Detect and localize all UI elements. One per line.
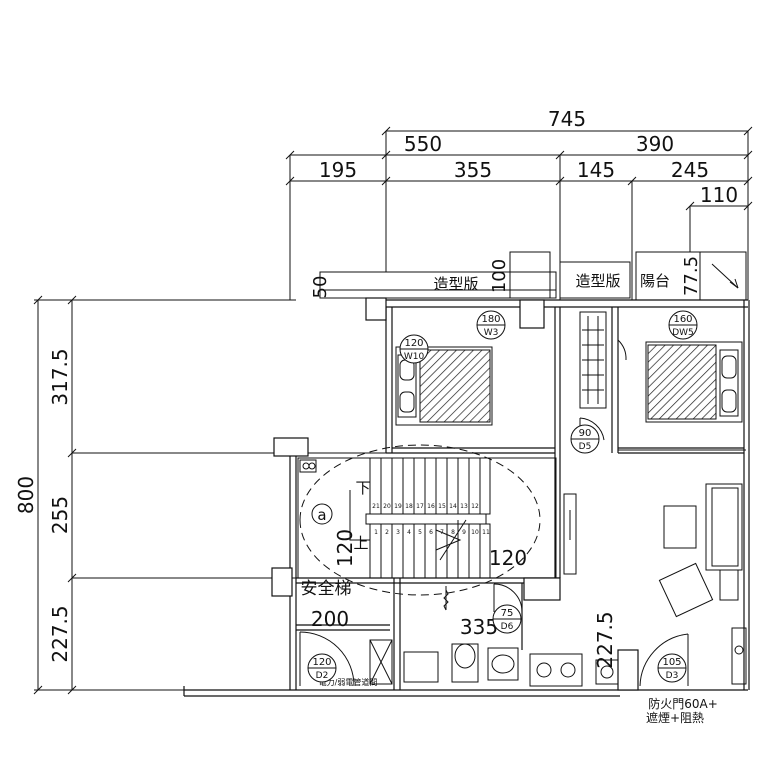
bed-left bbox=[395, 346, 493, 426]
columns bbox=[271, 297, 639, 691]
dim-550: 550 bbox=[404, 132, 442, 156]
dim-255: 255 bbox=[48, 496, 72, 534]
tag-bottom: W3 bbox=[484, 328, 499, 338]
dim-145: 145 bbox=[577, 158, 615, 182]
bed-right bbox=[645, 341, 743, 423]
tag-D2: 120 D2 bbox=[307, 653, 337, 683]
tag-bottom: D6 bbox=[501, 622, 514, 632]
dim-stair-120-h: 120 bbox=[489, 546, 527, 570]
feature-board-strip bbox=[319, 251, 747, 301]
stair-tread-numbers: 21 20 19 18 17 16 15 14 13 12 1 2 3 4 5 … bbox=[372, 503, 490, 536]
tread-number: 3 bbox=[396, 529, 400, 536]
tread-number: 21 bbox=[372, 503, 380, 510]
dim-745: 745 bbox=[548, 107, 586, 131]
tag-bottom: D3 bbox=[666, 671, 679, 681]
tag-D5: 90 D5 bbox=[570, 424, 600, 454]
doors bbox=[299, 339, 746, 687]
stair-marker-circle bbox=[311, 503, 333, 525]
tread-number: 18 bbox=[405, 503, 413, 510]
dim-317-5: 317.5 bbox=[48, 348, 72, 405]
safety-stair bbox=[297, 444, 557, 596]
tread-number: 6 bbox=[429, 529, 433, 536]
tag-top: 105 bbox=[662, 657, 681, 668]
tread-number: 20 bbox=[383, 503, 391, 510]
tread-number: 8 bbox=[451, 529, 455, 536]
tag-DW5: 160 DW5 bbox=[668, 310, 698, 340]
tread-number: 16 bbox=[427, 503, 435, 510]
tag-top: 75 bbox=[501, 608, 514, 619]
stair-marker-label: a bbox=[317, 506, 326, 524]
utility-shaft-label: 電力/弱電管道間 bbox=[319, 677, 378, 687]
tag-D3: 105 D3 bbox=[657, 653, 687, 683]
stair-up-label: 上 bbox=[353, 534, 368, 552]
tag-W10: 120 W10 bbox=[399, 334, 429, 364]
tag-top: 120 bbox=[312, 657, 331, 668]
dim-200: 200 bbox=[311, 607, 349, 631]
tag-top: 160 bbox=[673, 314, 692, 325]
dim-355: 355 bbox=[454, 158, 492, 182]
dim-335: 335 bbox=[460, 615, 498, 639]
tread-number: 17 bbox=[416, 503, 424, 510]
smoke-detector-icon bbox=[299, 459, 317, 473]
tread-number: 1 bbox=[374, 529, 378, 536]
tread-number: 9 bbox=[462, 529, 466, 536]
dim-50: 50 bbox=[310, 276, 331, 299]
fire-door-line-1: 防火門60A+ bbox=[648, 696, 718, 711]
tread-number: 7 bbox=[440, 529, 444, 536]
dim-800: 800 bbox=[14, 476, 38, 514]
fire-door-line-2: 遮煙+阻熱 bbox=[646, 710, 704, 725]
tread-number: 5 bbox=[418, 529, 422, 536]
tag-bottom: D5 bbox=[579, 442, 592, 452]
left-dimensions bbox=[33, 295, 555, 695]
wardrobe bbox=[579, 311, 607, 409]
tread-number: 11 bbox=[482, 529, 490, 536]
dim-110: 110 bbox=[700, 183, 738, 207]
top-dimensions bbox=[285, 126, 753, 300]
tag-top: 120 bbox=[404, 338, 423, 349]
tread-number: 4 bbox=[407, 529, 411, 536]
tread-number: 15 bbox=[438, 503, 446, 510]
safety-stair-label: 安全梯 bbox=[301, 579, 352, 599]
dim-stair-120-v: 120 bbox=[333, 529, 357, 567]
living-furniture bbox=[563, 483, 747, 685]
tag-top: 90 bbox=[579, 428, 592, 439]
walls bbox=[183, 299, 750, 697]
tag-top: 180 bbox=[481, 314, 500, 325]
dim-245: 245 bbox=[671, 158, 709, 182]
bathroom-fixtures bbox=[369, 586, 619, 687]
tag-D6: 75 D6 bbox=[492, 604, 522, 634]
tread-number: 14 bbox=[449, 503, 457, 510]
dim-195: 195 bbox=[319, 158, 357, 182]
dim-390: 390 bbox=[636, 132, 674, 156]
tread-number: 13 bbox=[460, 503, 468, 510]
tag-bottom: W10 bbox=[404, 352, 425, 362]
feature-board-label-1: 造型版 bbox=[433, 275, 478, 293]
tag-W3: 180 W3 bbox=[476, 310, 506, 340]
balcony-label: 陽台 bbox=[640, 272, 670, 290]
dim-227-5-inner: 227.5 bbox=[593, 611, 617, 668]
tread-number: 12 bbox=[471, 503, 479, 510]
dim-227-5: 227.5 bbox=[48, 605, 72, 662]
tread-number: 19 bbox=[394, 503, 402, 510]
feature-board-label-2: 造型版 bbox=[575, 272, 620, 290]
tag-bottom: DW5 bbox=[672, 328, 694, 338]
tag-bottom: D2 bbox=[316, 671, 329, 681]
dim-100: 100 bbox=[489, 259, 510, 293]
tread-number: 2 bbox=[385, 529, 389, 536]
dim-77-5: 77.5 bbox=[681, 256, 702, 296]
tread-number: 10 bbox=[471, 529, 479, 536]
stair-down-label: 下 bbox=[355, 479, 370, 497]
